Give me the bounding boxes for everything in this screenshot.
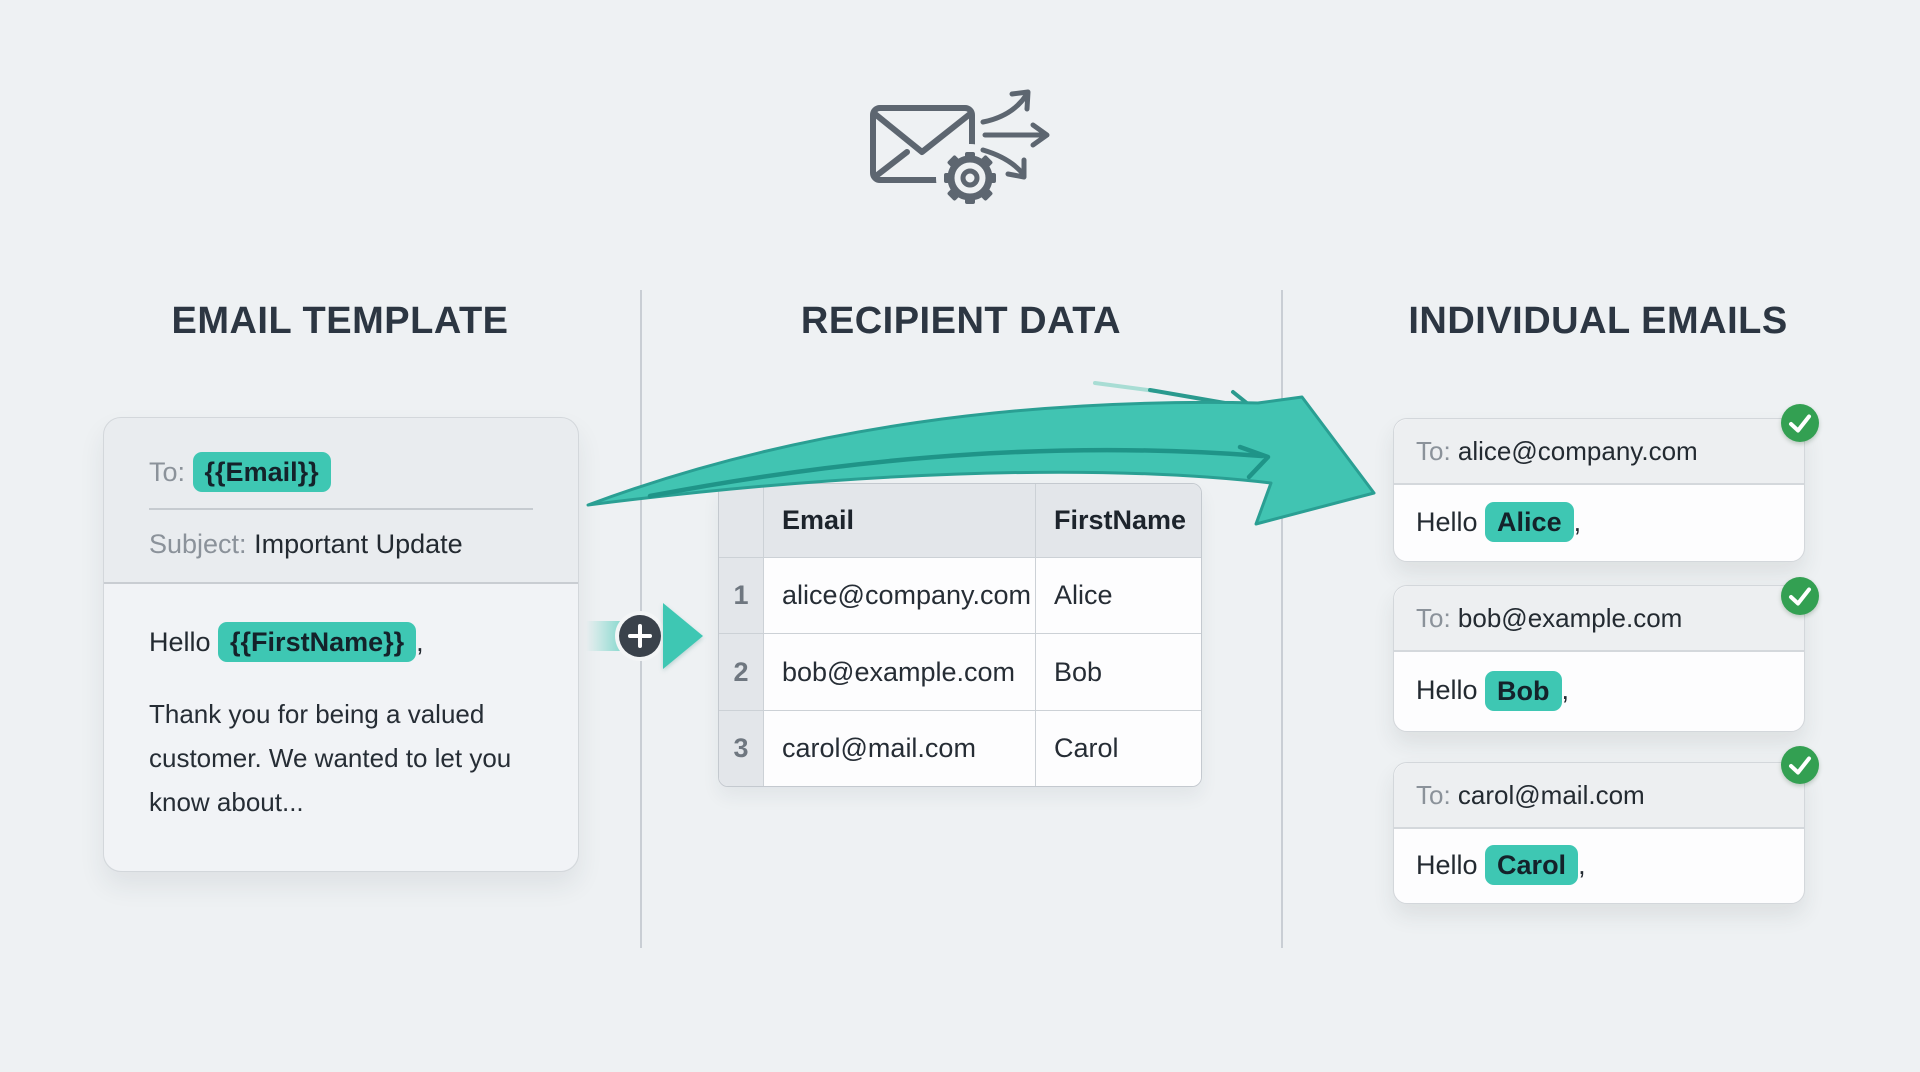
greeting-comma: , [1561,675,1570,705]
mail-greeting-row: Hello Bob, [1394,652,1804,729]
to-label: To: [1416,435,1451,466]
cell-firstname: Bob [1036,634,1201,711]
greeting-comma: , [1573,506,1582,537]
row-number: 1 [719,558,764,634]
mail-to-row: To: alice@company.com [1394,419,1804,485]
cell-firstname: Carol [1036,711,1201,786]
table-header-email: Email [764,484,1036,558]
greeting-prefix: Hello [1416,506,1478,537]
template-header-divider [149,508,533,510]
merged-name-chip: Bob [1485,670,1562,711]
table-header-firstname: FirstName [1036,484,1201,558]
row-number: 3 [719,711,764,786]
template-body-text: Thank you for being a valued customer. W… [149,699,512,817]
mail-greeting-row: Hello Carol, [1394,829,1804,901]
checkmark-icon [1781,404,1819,442]
to-label: To: [1416,779,1451,810]
email-variable-chip: {{Email}} [192,452,331,492]
mail-address: carol@mail.com [1457,779,1645,810]
checkmark-icon [1781,746,1819,784]
greeting-prefix: Hello [1416,849,1478,880]
subject-label: Subject: [149,529,247,559]
firstname-variable-chip: {{FirstName}} [218,622,417,662]
individual-email-card: To: bob@example.com Hello Bob, [1393,585,1805,732]
greeting-prefix: Hello [1416,675,1478,705]
mail-to-row: To: bob@example.com [1394,586,1804,652]
cell-email: alice@company.com [764,558,1036,634]
template-subject-row: Subject: Important Update [149,524,533,564]
section-title-email-template: EMAIL TEMPLATE [171,300,509,342]
section-title-individual-emails: INDIVIDUAL EMAILS [1408,300,1788,342]
mail-greeting-row: Hello Alice, [1394,485,1804,559]
cell-email: carol@mail.com [764,711,1036,786]
greeting-prefix: Hello [149,627,211,657]
greeting-comma: , [416,627,424,657]
send-arrows-icon [980,89,1050,180]
template-to-row: To: {{Email}} [149,452,533,492]
cell-firstname: Alice [1036,558,1201,634]
cell-email: bob@example.com [764,634,1036,711]
email-template-card: To: {{Email}} Subject: Important Update … [103,417,579,872]
table-corner-cell [719,484,764,558]
envelope-gear-send-icon [870,89,1050,212]
plus-icon [619,615,661,657]
mail-address: bob@example.com [1457,602,1683,633]
section-title-recipient-data: RECIPIENT DATA [800,300,1122,342]
individual-email-card: To: alice@company.com Hello Alice, [1393,418,1805,562]
recipient-table: Email FirstName 1 alice@company.com Alic… [718,483,1202,787]
merged-name-chip: Alice [1485,502,1574,542]
template-greeting-row: Hello {{FirstName}}, [149,622,533,662]
subject-value: Important Update [254,529,463,559]
mail-address: alice@company.com [1457,435,1698,466]
checkmark-icon [1781,577,1819,615]
gear-icon [936,144,1004,212]
merged-name-chip: Carol [1485,845,1579,885]
individual-email-card: To: carol@mail.com Hello Carol, [1393,762,1805,904]
to-label: To: [149,457,186,487]
connector-arrowhead-icon [663,603,703,669]
mail-to-row: To: carol@mail.com [1394,763,1804,829]
greeting-comma: , [1578,849,1586,880]
template-body: Hello {{FirstName}}, Thank you for being… [104,582,578,871]
row-number: 2 [719,634,764,711]
column-divider-2 [1281,290,1283,948]
to-label: To: [1416,602,1451,633]
